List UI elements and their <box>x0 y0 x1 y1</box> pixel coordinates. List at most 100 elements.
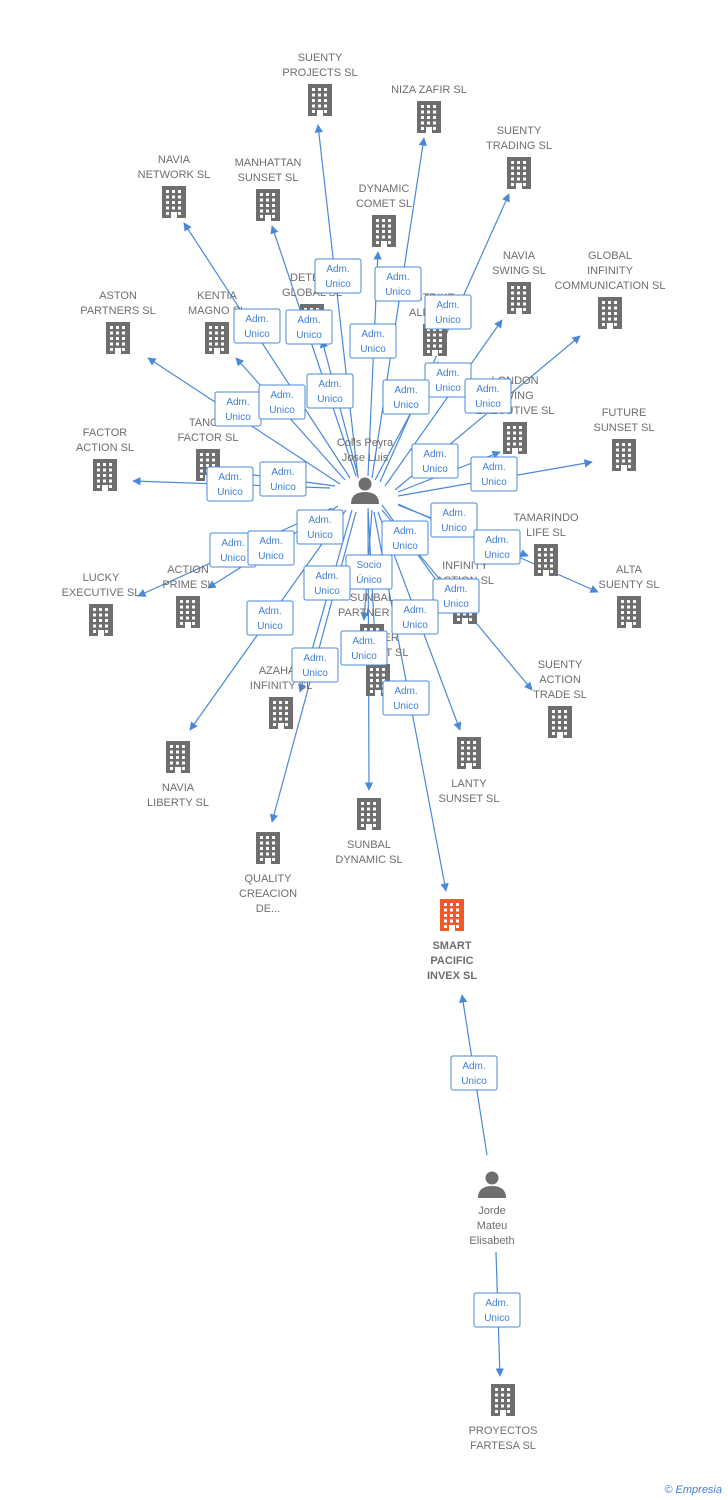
relation-badge[interactable]: Adm.Unico <box>473 1292 521 1328</box>
relation-badge-box <box>382 379 430 415</box>
relation-badge[interactable]: Adm.Unico <box>424 294 472 330</box>
building-icon <box>598 297 622 329</box>
relation-badge-label: Unico <box>484 550 510 561</box>
relation-badge[interactable]: Adm.Unico <box>473 529 521 565</box>
company-node[interactable]: NIZA ZAFIR SL <box>391 84 467 133</box>
relation-badge[interactable]: Adm.Unico <box>470 456 518 492</box>
relation-badge[interactable]: Adm.Unico <box>246 600 294 636</box>
relation-badge[interactable]: Adm.Unico <box>247 530 295 566</box>
company-node[interactable]: LANTY SUNSET SL <box>439 737 500 805</box>
relation-badge-label: Adm. <box>221 538 244 549</box>
relation-badge-label: Adm. <box>245 314 268 325</box>
relation-badge[interactable]: Adm. Unico <box>306 373 354 409</box>
relation-badge[interactable]: Adm.Unico <box>424 362 472 398</box>
relation-badge[interactable]: Adm.Unico <box>411 443 459 479</box>
company-node[interactable]: QUALITYCREACIONDE... <box>239 832 297 915</box>
company-name: FUTURE <box>602 407 647 419</box>
relation-badge-label: Unico <box>220 553 246 564</box>
relation-badge-label: Unico <box>392 541 418 552</box>
edge-p1-c2 <box>371 137 428 479</box>
relation-badge-box <box>258 384 306 420</box>
building-icon <box>162 186 186 218</box>
relation-badge[interactable]: Adm.Unico <box>430 502 478 538</box>
badges-layer: Adm.UnicoAdm.UnicoAdm.UnicoAdm.UnicoAdm.… <box>206 258 521 1328</box>
building-icon <box>366 664 390 696</box>
company-name: SUNBAL <box>350 592 394 604</box>
company-name: LANTY <box>451 778 487 790</box>
relation-badge-label: Unico <box>317 394 343 405</box>
relation-badge[interactable]: Adm.Unico <box>258 384 306 420</box>
company-name: SUNSET SL <box>439 793 500 805</box>
relation-badge[interactable]: Adm.Unico <box>206 466 254 502</box>
relation-badge-label: Adm. <box>326 264 349 275</box>
building-icon <box>507 282 531 314</box>
building-icon <box>440 899 464 931</box>
relation-badge-label: Unico <box>393 400 419 411</box>
relation-badge[interactable]: Adm.Unico <box>233 308 281 344</box>
relation-badge-box <box>246 600 294 636</box>
relation-badge[interactable]: Adm.Unico <box>296 509 344 545</box>
relation-badge[interactable]: Adm.Unico <box>374 266 422 302</box>
building-icon <box>457 737 481 769</box>
relation-badge-box <box>382 680 430 716</box>
company-name: NIZA ZAFIR SL <box>391 84 467 96</box>
relation-badge[interactable]: Adm.Unico <box>391 599 439 635</box>
relation-badge[interactable]: Adm.Unico <box>382 680 430 716</box>
relation-badge[interactable]: Adm.Unico <box>259 461 307 497</box>
relation-badge[interactable]: Adm.Unico <box>285 309 333 345</box>
company-name: ACTION SL <box>76 442 134 454</box>
relation-badge[interactable]: Adm.Unico <box>349 323 397 359</box>
building-icon <box>93 459 117 491</box>
relation-badge[interactable]: Adm.Unico <box>450 1055 498 1091</box>
relation-badge[interactable]: Adm.Unico <box>340 630 388 666</box>
relation-badge[interactable]: Adm.Unico <box>291 647 339 683</box>
relation-badge-box <box>247 530 295 566</box>
relation-badge[interactable]: Adm.Unico <box>214 391 262 427</box>
person-icon <box>351 477 379 504</box>
relation-badge-label: Adm. <box>303 653 326 664</box>
relation-badge-label: Unico <box>217 487 243 498</box>
relation-badge[interactable]: Adm.Unico <box>381 520 429 556</box>
company-name: DYNAMIC SL <box>335 854 402 866</box>
relation-badge-box <box>306 373 354 409</box>
relation-badge[interactable]: Adm.Unico <box>432 578 480 614</box>
edge-p1-c4 <box>183 222 351 479</box>
relation-badge[interactable]: Adm.Unico <box>464 378 512 414</box>
relation-badge[interactable]: Adm.Unico <box>314 258 362 294</box>
relation-badge[interactable]: Adm.Unico <box>303 565 351 601</box>
edge-p1-c1 <box>314 124 359 479</box>
relation-badge-label: Adm. <box>318 379 341 390</box>
company-name: SWING SL <box>492 265 546 277</box>
company-node[interactable]: FACTOR ACTION SL <box>76 427 134 491</box>
building-icon <box>166 741 190 773</box>
relation-badge-box <box>432 578 480 614</box>
relation-badge-label: Unico <box>257 621 283 632</box>
company-name: PARTNERS SL <box>80 305 155 317</box>
relation-badge[interactable]: Adm.Unico <box>382 379 430 415</box>
company-name: FACTOR <box>83 427 127 439</box>
relation-badge-label: Unico <box>422 464 448 475</box>
